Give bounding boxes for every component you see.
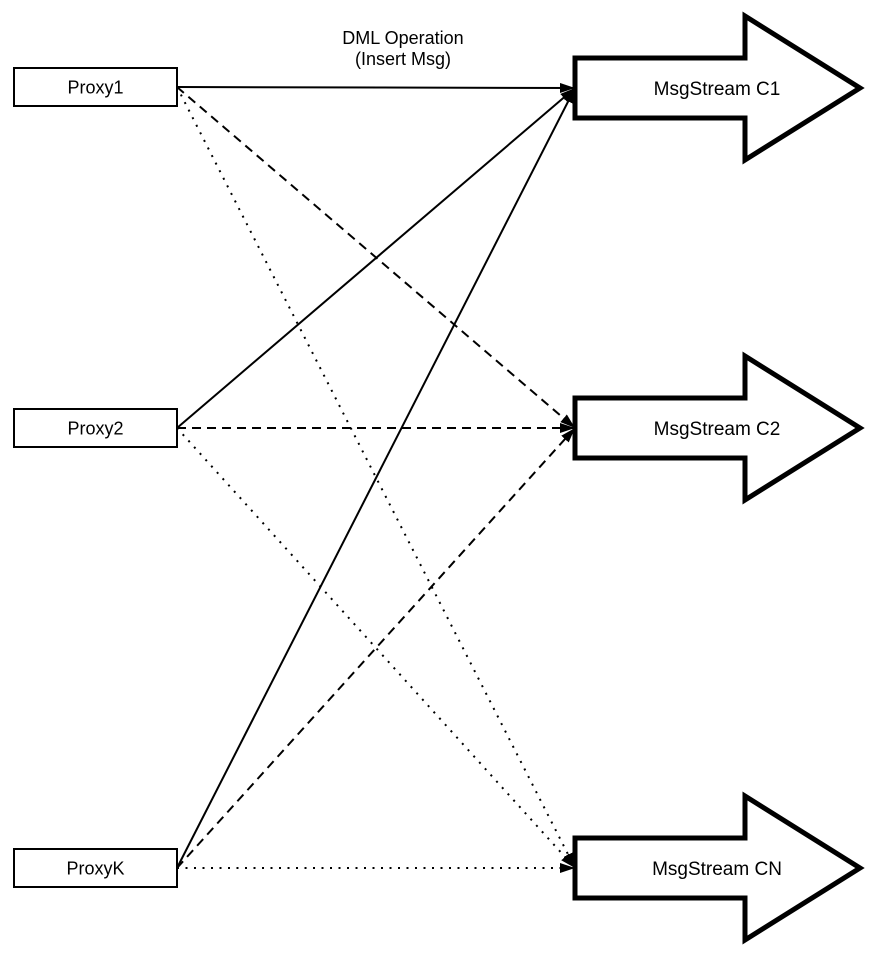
stream-node-c2: MsgStream C2 (572, 351, 865, 505)
proxy-label: Proxy2 (67, 419, 123, 439)
proxy-label: Proxy1 (67, 78, 123, 98)
proxy-node-proxy1: Proxy1 (13, 67, 178, 107)
edge-proxyK-to-c1-solid-line (176, 87, 576, 869)
proxy-node-proxy2: Proxy2 (13, 408, 178, 448)
block-arrow-icon (572, 791, 865, 945)
edge-proxy1-to-cn-dotted-line (176, 86, 576, 869)
edge-proxyK-to-c2-dashed-line (176, 427, 576, 869)
proxy-box (13, 67, 178, 107)
proxy-node-proxyK: ProxyK (13, 848, 178, 888)
block-arrow-icon (572, 11, 865, 165)
edge-proxy1-to-c1-solid-line (176, 82, 576, 93)
block-arrow-icon (572, 351, 865, 505)
edge-proxy2-to-c1-solid-line (176, 87, 576, 429)
proxy-box (13, 408, 178, 448)
stream-node-c1: MsgStream C1 (572, 11, 865, 165)
stream-node-cn: MsgStream CN (572, 791, 865, 945)
edges-layer (176, 82, 576, 873)
stream-label: MsgStream CN (652, 859, 782, 880)
proxy-box (13, 848, 178, 888)
stream-label: MsgStream C1 (654, 79, 781, 100)
proxy-label: ProxyK (66, 859, 124, 879)
diagram-title-line2: (Insert Msg) (355, 49, 451, 69)
streams-layer: MsgStream C1 MsgStream C2 MsgStream CN (572, 11, 865, 945)
stream-label: MsgStream C2 (654, 419, 781, 440)
edge-proxy2-to-cn-dotted-line (176, 427, 576, 869)
diagram-title-line1: DML Operation (342, 28, 463, 48)
